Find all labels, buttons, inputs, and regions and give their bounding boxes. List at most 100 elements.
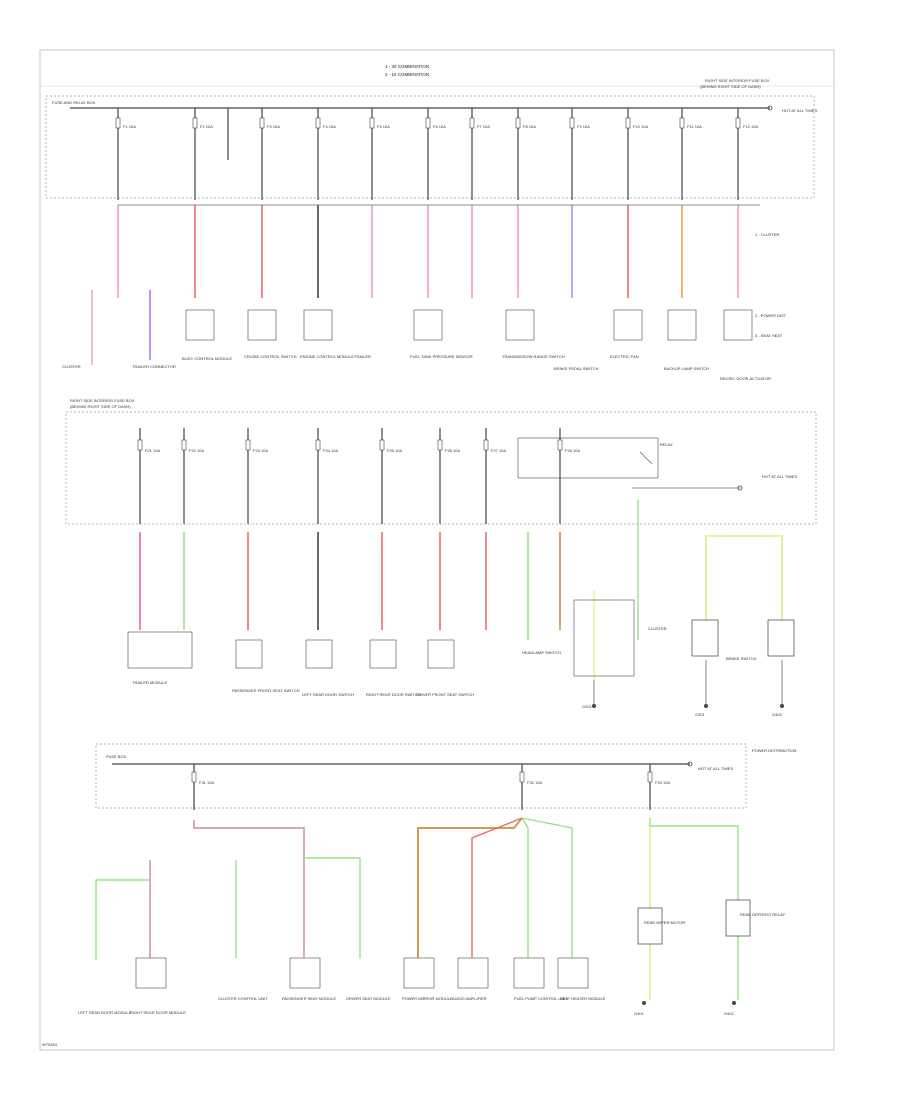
s1-component-7: FUEL TANK PRESSURE SENSOR [410,354,473,359]
s3-fuse-label-3: F33 10A [655,780,670,785]
s1-fuse-label-6: F6 10A [433,124,446,129]
s2-component-8: CLUSTER [648,626,667,631]
s1-component-5: ENGINE CONTROL MODULE [300,354,354,359]
s1-fuse-label-1: F1 10A [123,124,136,129]
s2-fuse-2 [181,439,187,451]
s1-fuse-label-5: F5 10A [377,124,390,129]
section3-ground-1: G401 [634,1001,646,1016]
s1-fuse-12 [735,117,741,129]
s2-door-switch-box-2 [305,639,333,669]
s2-yellow-wire [705,535,783,620]
s2-fuse-label-4: F24 10A [323,448,338,453]
s1-connector-3 [185,309,215,341]
s3-connector-2 [289,957,321,989]
s1-connector-5 [303,309,333,341]
s2-fuse-5 [379,439,385,451]
s2-fuse-label-8: F28 10A [565,448,580,453]
s1-connector-7 [413,309,443,341]
section2-ground-2: G302 [772,660,784,717]
s1-fuse-8 [515,117,521,129]
s1-fuse-label-10: F10 10A [633,124,648,129]
s1-connector-11 [667,309,697,341]
section1-note-3: 3 - SEAT HEAT [755,333,783,338]
section1-bus-terminal [767,105,773,111]
s2-switch-1 [691,619,719,657]
s3-connector-6 [557,957,589,989]
s1-component-9: BRAKE PEDAL SWITCH [554,366,599,371]
s3-fuse-label-2: F32 10A [527,780,542,785]
s3-component-3: CLUSTER CONTROL UNIT [218,996,268,1001]
s3-connector-5 [513,957,545,989]
s2-component-3: LEFT REAR DOOR SWITCH [302,692,354,697]
relay-terminal [737,485,743,491]
section2: RIGHT SIDE INTERIOR FUSE BOX (BEHIND RIG… [65,398,817,717]
s3-connector-4 [457,957,489,989]
s3-wire-f [417,817,523,958]
s3-relay-2 [725,899,751,937]
section3-left-label: FUSE BOX [106,754,127,759]
s1-fuse-label-3: F3 10A [267,124,280,129]
section1-wires [91,204,760,365]
s1-component-4: CRUISE CONTROL SWITCH [244,354,297,359]
svg-text:G402: G402 [724,1011,735,1016]
s1-fuse-label-8: F8 10A [523,124,536,129]
section3-ground-2: G402 [724,1001,736,1016]
header-title-line1: 1 - 30 COMBINATION [385,64,429,69]
s1-component-12: RECIRC DOOR ACTUATOR [720,376,771,381]
s3-connector-1 [135,957,167,989]
section2-relay-label: RELAY [660,442,673,447]
s3-wire-j [649,818,739,1000]
s1-component-3: BODY CONTROL MODULE [182,356,232,361]
relay-switch [639,451,653,465]
s2-switch-2 [767,619,795,657]
section3-title: POWER DISTRIBUTION [752,748,797,753]
s3-connector-3 [403,957,435,989]
s1-fuse-label-9: F9 10A [577,124,590,129]
svg-text:G302: G302 [772,712,783,717]
s1-connector-4 [247,309,277,341]
s2-fuse-3 [245,439,251,451]
section1-left-label: FUSE AND RELAY BOX [52,100,96,105]
s3-fuse-1 [191,771,197,783]
section2-hot-label: HOT AT ALL TIMES [762,474,797,479]
s3-wire-c [95,879,150,960]
s1-component-10: ELECTRIC FAN [610,354,639,359]
s3-wire-i [521,817,573,958]
s2-component-1: TRAILER MODULE [132,680,167,685]
header-right-block: RIGHT SIDE INTERIOR FUSE BOX [705,78,770,83]
s3-component-11: REAR DEFROST RELAY [740,912,786,917]
s1-connector-12 [723,309,753,341]
s3-component-1: LEFT REAR DOOR MODULE [78,1010,132,1015]
section2-wires [139,500,783,680]
s1-fuse-6 [425,117,431,129]
svg-text:G301: G301 [695,712,706,717]
s3-component-6: POWER MIRROR MODULE [402,996,453,1001]
section1-note-1: 1 - CLUSTER [755,232,780,237]
section3-fusebox [95,743,747,809]
s1-fuse-9 [569,117,575,129]
s2-cluster-box [573,599,635,677]
s1-fuse-5 [369,117,375,129]
s1-fuse-2 [192,117,198,129]
s2-fuse-1 [137,439,143,451]
s2-fuse-4 [315,439,321,451]
section2-ground-3 [592,680,596,708]
s2-component-2: PASSENGER FRONT SEAT SWITCH [232,688,300,693]
footer-code: W75394 [42,1042,58,1047]
section1: FUSE AND RELAY BOX HOT AT ALL TIMES F1 1… [45,95,817,381]
section3-bus-terminal [687,761,693,767]
section3-wires [95,817,739,1000]
s3-component-10: REAR WIPER MOTOR [644,920,685,925]
s2-fuse-label-3: F23 10A [253,448,268,453]
s1-fuse-label-2: F2 10A [200,124,213,129]
s1-component-1: CLUSTER [62,364,81,369]
s1-fuse-label-7: F7 10A [477,124,490,129]
s2-fuse-label-2: F22 10A [189,448,204,453]
s3-relay-1 [637,907,663,945]
section1-hot-label: HOT AT ALL TIMES [782,108,817,113]
s1-connector-8 [505,309,535,341]
